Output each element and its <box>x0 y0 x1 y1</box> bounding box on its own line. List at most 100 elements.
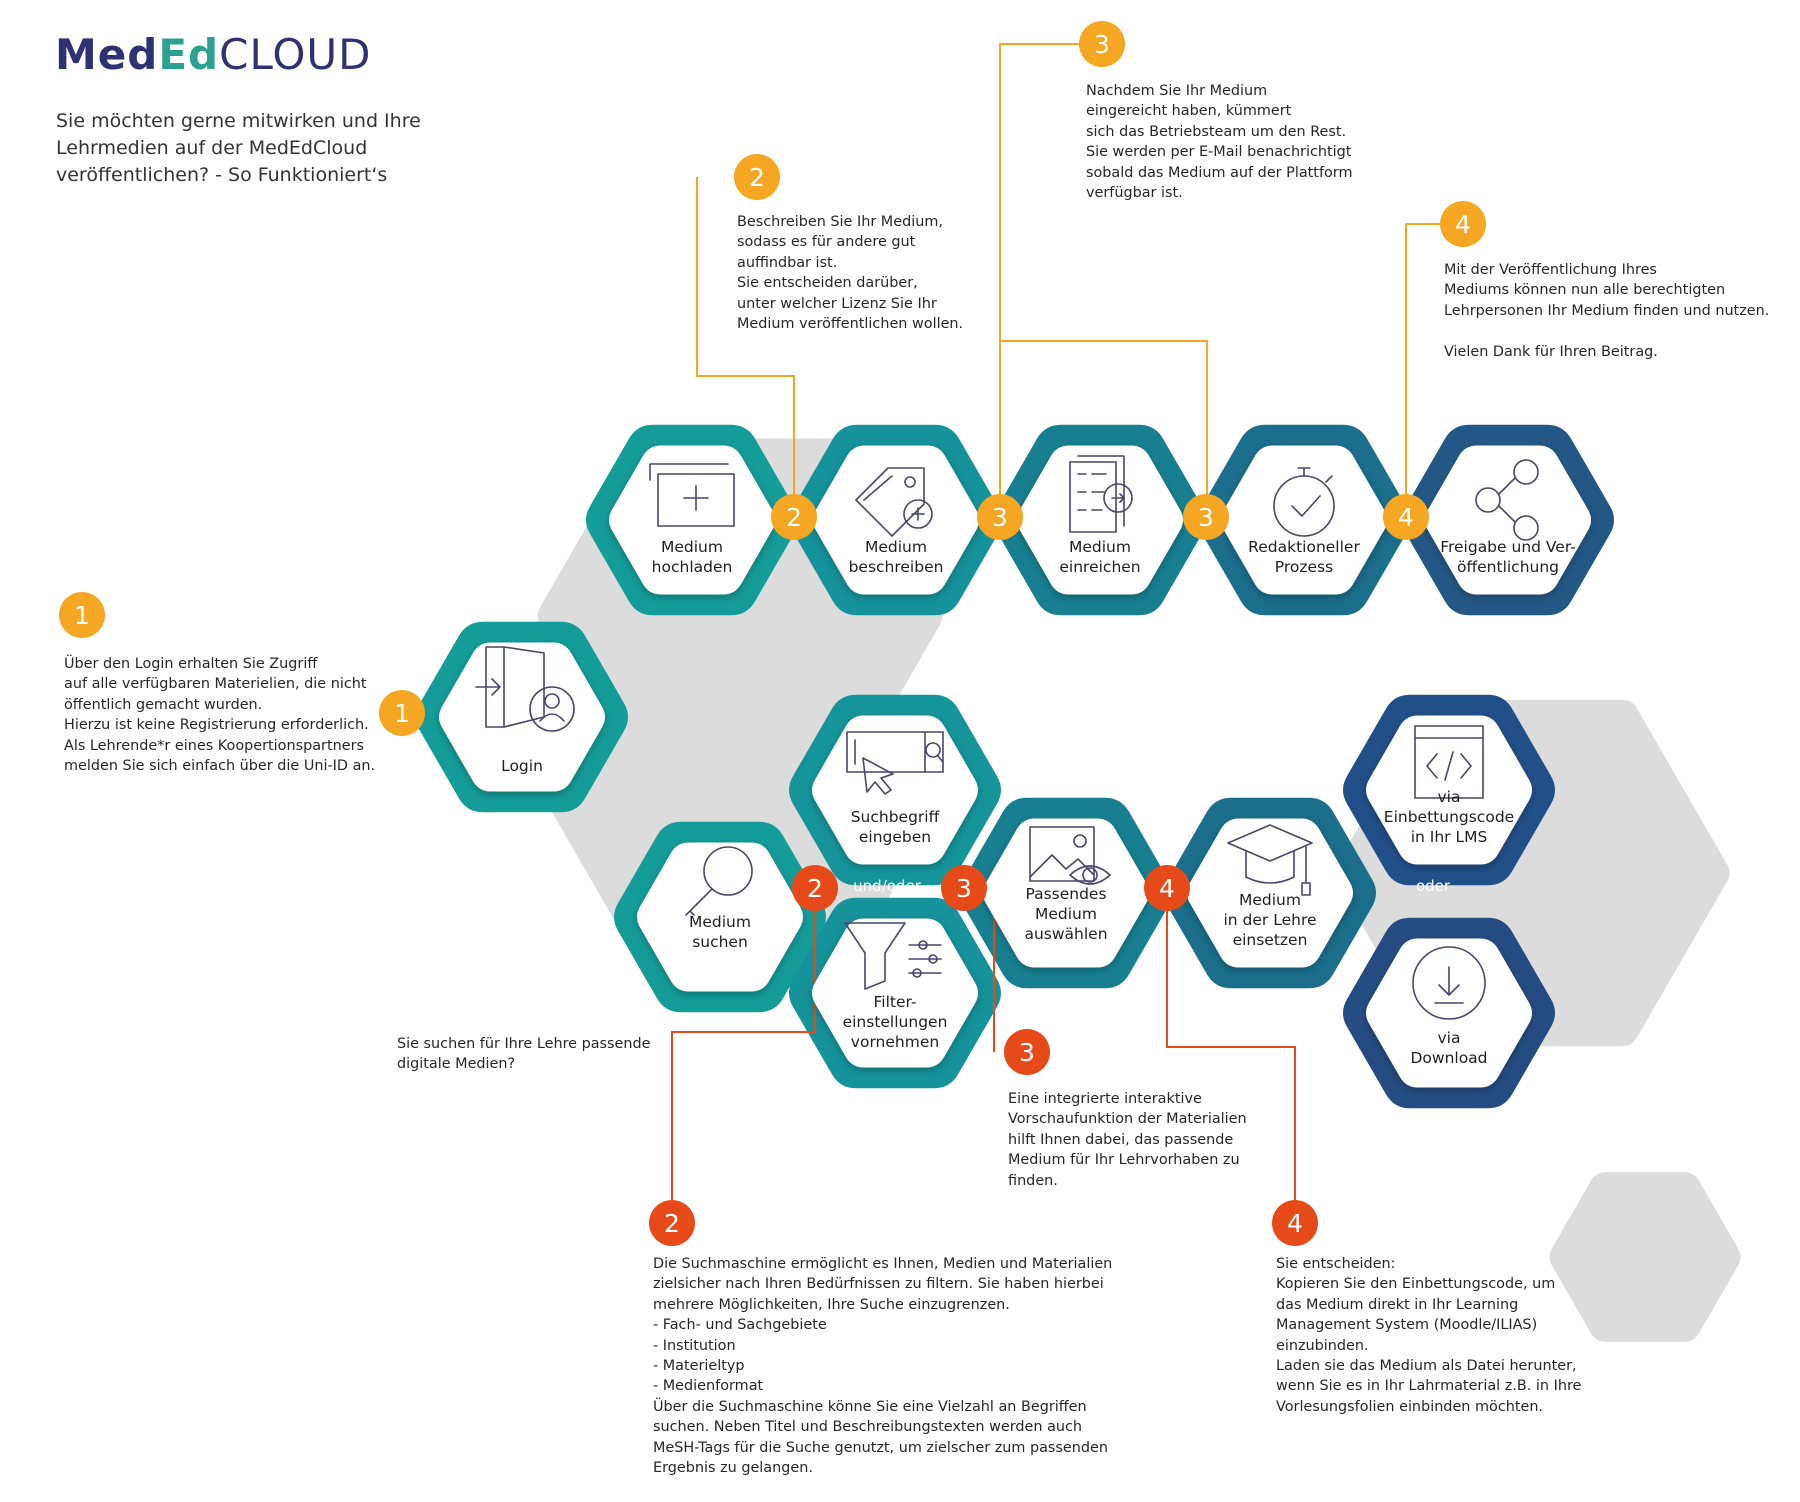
search-engine-description: Die Suchmaschine ermöglicht es Ihnen, Me… <box>653 1256 1113 1477</box>
connector-line <box>999 43 1102 510</box>
logo-part-ed: Ed <box>158 30 220 79</box>
step-label-describe: Medium <box>865 538 927 556</box>
step-hex-embed <box>1366 715 1532 865</box>
search-intro-description: Sie suchen für Ihre Lehre passende digit… <box>397 1036 651 1073</box>
upload-frame-icon <box>649 463 735 527</box>
badge-select-text: 3 <box>1004 1029 1050 1075</box>
step-hex-select <box>983 818 1149 968</box>
badge-submit-node-circle <box>977 494 1023 540</box>
badge-search-text-circle <box>649 1200 695 1246</box>
magnifier-icon <box>685 846 753 916</box>
preview-description: Eine integrierte interaktive Vorschaufun… <box>1008 1091 1247 1189</box>
step-label-review: Prozess <box>1275 558 1333 576</box>
intro-heading: Sie möchten gerne mitwirken und Ihre Leh… <box>56 110 421 186</box>
badge-select-text-circle <box>1004 1029 1050 1075</box>
badge-login-text-number: 1 <box>74 601 90 630</box>
step-label-submit: Medium <box>1069 538 1131 556</box>
searchbar-cursor-icon <box>846 731 944 795</box>
badge-login-text-circle <box>59 592 105 638</box>
badge-select-node-circle <box>941 865 987 911</box>
describe-description: Beschreiben Sie Ihr Medium, sodass es fü… <box>737 214 964 333</box>
step-hex-teach <box>1187 818 1353 968</box>
connector-line <box>1000 340 1208 510</box>
and-or-label: und/oder <box>853 877 922 895</box>
step-label-select: Medium <box>1035 905 1097 923</box>
badge-search-node: 2 <box>792 865 838 911</box>
step-label-teach: einsetzen <box>1233 931 1308 949</box>
or-label: oder <box>1416 877 1451 895</box>
badge-login-text: 1 <box>59 592 105 638</box>
badge-release-text: 4 <box>1440 201 1486 247</box>
step-label-download: via <box>1438 1029 1461 1047</box>
brand-logo: MedEdCLOUD <box>55 30 372 80</box>
badge-search-text-number: 2 <box>664 1209 680 1238</box>
release-description: Mit der Veröffentlichung Ihres Mediums k… <box>1444 262 1770 360</box>
tag-info-icon <box>855 467 933 537</box>
step-label-download: Download <box>1410 1049 1487 1067</box>
step-label-embed: in Ihr LMS <box>1411 828 1488 846</box>
connector-words: und/oder oder <box>853 877 1451 895</box>
badge-describe-node-number: 2 <box>786 503 802 532</box>
step-label-login: Login <box>501 757 543 775</box>
badge-describe-text-number: 2 <box>749 163 765 192</box>
stopwatch-check-icon <box>1273 467 1335 537</box>
connector-line <box>1166 888 1296 1223</box>
badge-release-node-circle <box>1383 494 1429 540</box>
step-label-embed: via <box>1438 788 1461 806</box>
step-hex-submit <box>1017 445 1183 595</box>
image-preview-icon <box>1029 826 1111 885</box>
badge-describe-node: 2 <box>771 494 817 540</box>
badge-select-node-number: 3 <box>956 874 972 903</box>
badge-search-text: 2 <box>649 1200 695 1246</box>
code-window-icon <box>1414 725 1484 799</box>
step-label-review: Redaktioneller <box>1248 538 1360 556</box>
badge-describe-node-circle <box>771 494 817 540</box>
badge-release-node: 4 <box>1383 494 1429 540</box>
badge-release-text-number: 4 <box>1455 210 1471 239</box>
submit-description: Nachdem Sie Ihr Medium eingereicht haben… <box>1086 83 1353 202</box>
step-hex-search <box>637 842 803 992</box>
step-label-search-term: eingeben <box>859 828 931 846</box>
choose-usage-description: Sie entscheiden: Kopieren Sie den Einbet… <box>1276 1256 1582 1415</box>
step-label-search: suchen <box>692 933 748 951</box>
step-label-release: öffentlichung <box>1457 558 1559 576</box>
badge-release-node-number: 4 <box>1398 503 1414 532</box>
share-icon <box>1475 459 1539 541</box>
badge-submit-text-circle <box>1079 21 1125 67</box>
badge-review-node-number: 3 <box>1198 503 1214 532</box>
badge-submit-text-number: 3 <box>1094 30 1110 59</box>
badge-teach-node: 4 <box>1144 865 1190 911</box>
badge-search-node-circle <box>792 865 838 911</box>
step-label-select: Passendes <box>1025 885 1106 903</box>
badge-login-node-number: 1 <box>394 699 410 728</box>
badge-search-node-number: 2 <box>807 874 823 903</box>
filter-funnel-icon <box>844 922 942 990</box>
step-label-search: Medium <box>689 913 751 931</box>
badge-review-node: 3 <box>1183 494 1229 540</box>
step-label-filter: einstellungen <box>843 1013 948 1031</box>
badge-teach-node-number: 4 <box>1159 874 1175 903</box>
badge-login-node: 1 <box>379 690 425 736</box>
badge-submit-text: 3 <box>1079 21 1125 67</box>
badge-submit-node-number: 3 <box>992 503 1008 532</box>
logo-part-cloud: CLOUD <box>219 30 372 79</box>
step-label-filter: vornehmen <box>851 1033 939 1051</box>
grey-hex-small <box>1549 1172 1741 1342</box>
step-label-select: auswählen <box>1024 925 1107 943</box>
badge-teach-text-circle <box>1272 1200 1318 1246</box>
badge-select-node: 3 <box>941 865 987 911</box>
badge-review-node-circle <box>1183 494 1229 540</box>
badge-describe-text-circle <box>734 154 780 200</box>
badge-login-node-circle <box>379 690 425 736</box>
badge-describe-text: 2 <box>734 154 780 200</box>
step-label-teach: in der Lehre <box>1223 911 1316 929</box>
badge-teach-text: 4 <box>1272 1200 1318 1246</box>
step-label-embed: Einbettungscode <box>1384 808 1514 826</box>
